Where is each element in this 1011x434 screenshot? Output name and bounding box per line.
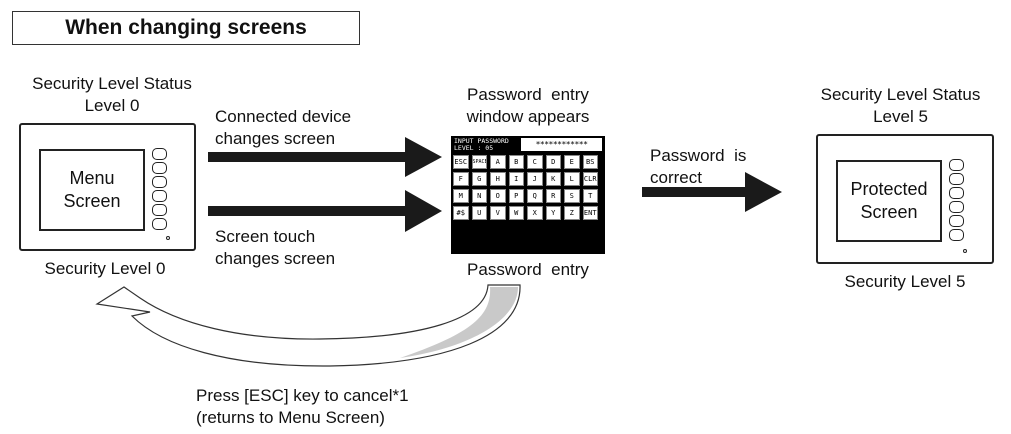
password-header-line1: INPUT PASSWORD [454, 137, 509, 145]
power-led-icon [963, 249, 967, 253]
key-i[interactable]: I [508, 172, 524, 186]
key-x[interactable]: X [527, 206, 543, 220]
key-bs[interactable]: BS [582, 155, 598, 169]
function-key [152, 176, 167, 188]
return-curved-arrow [95, 284, 521, 367]
key-e[interactable]: E [564, 155, 580, 169]
key-u[interactable]: U [471, 206, 487, 220]
return-note-line1: Press [ESC] key to cancel*1 [196, 386, 409, 405]
right-status-line2: Level 5 [873, 107, 928, 126]
key-space[interactable]: SPACE [471, 155, 487, 169]
diagram-title: When changing screens [65, 16, 307, 39]
key-d[interactable]: D [545, 155, 561, 169]
password-field[interactable]: ************ [521, 138, 602, 151]
left-status-line1: Security Level Status [32, 74, 192, 93]
password-header-line2: LEVEL : 05 [454, 144, 494, 152]
left-screen-line2: Screen [63, 191, 121, 211]
function-key [152, 204, 167, 216]
key-j[interactable]: J [527, 172, 543, 186]
key-f[interactable]: F [453, 172, 469, 186]
power-led-icon [166, 236, 170, 240]
function-key [949, 229, 964, 241]
key-h[interactable]: H [490, 172, 506, 186]
function-key [152, 162, 167, 174]
key-r[interactable]: R [545, 189, 561, 203]
right-bottom-label: Security Level 5 [844, 272, 966, 291]
right-status-line1: Security Level Status [820, 85, 981, 104]
top-arrow [208, 137, 442, 177]
function-key [949, 159, 964, 171]
bottom-arrow-label-line1: Screen touch [215, 227, 316, 246]
left-status-line2: Level 0 [84, 96, 140, 115]
password-caption-line2: window appears [466, 107, 590, 126]
key-z[interactable]: Z [564, 206, 580, 220]
title-box: When changing screens [12, 11, 360, 45]
function-key [152, 218, 167, 230]
right-arrow-label-line2: correct [650, 168, 702, 187]
left-bottom-label: Security Level 0 [44, 259, 166, 278]
function-key [949, 173, 964, 185]
bottom-arrow-label-line2: changes screen [215, 249, 336, 268]
password-keypad: ESC SPACE A B C D E BS F G H I J K L CLR… [453, 155, 603, 220]
return-note-line2: (returns to Menu Screen) [196, 408, 385, 427]
left-device-screen: Menu Screen [39, 149, 145, 231]
right-arrow-label-line1: Password is [650, 146, 747, 165]
right-arrow [642, 172, 782, 212]
right-screen-line2: Screen [860, 202, 918, 222]
key-y[interactable]: Y [545, 206, 561, 220]
key-symbols[interactable]: #$ [453, 206, 469, 220]
return-arrow-shade [400, 287, 518, 358]
key-s[interactable]: S [564, 189, 580, 203]
right-device-screen: Protected Screen [836, 160, 942, 242]
key-p[interactable]: P [508, 189, 524, 203]
key-m[interactable]: M [453, 189, 469, 203]
key-ent[interactable]: ENT [582, 206, 598, 220]
key-g[interactable]: G [471, 172, 487, 186]
function-key [152, 148, 167, 160]
key-b[interactable]: B [508, 155, 524, 169]
top-arrow-label-line2: changes screen [215, 129, 336, 148]
password-bottom-label: Password entry [467, 260, 589, 279]
key-l[interactable]: L [564, 172, 580, 186]
key-a[interactable]: A [490, 155, 506, 169]
left-screen-line1: Menu [69, 168, 115, 188]
password-caption-line1: Password entry [467, 85, 589, 104]
right-function-keys [949, 159, 964, 241]
key-k[interactable]: K [545, 172, 561, 186]
right-device: Protected Screen [816, 134, 994, 264]
key-esc[interactable]: ESC [453, 155, 469, 169]
function-key [949, 215, 964, 227]
key-v[interactable]: V [490, 206, 506, 220]
top-arrow-label-line1: Connected device [215, 107, 352, 126]
key-w[interactable]: W [508, 206, 524, 220]
bottom-arrow [208, 190, 442, 232]
key-clr[interactable]: CLR [582, 172, 598, 186]
key-q[interactable]: Q [527, 189, 543, 203]
key-o[interactable]: O [490, 189, 506, 203]
right-screen-line1: Protected [850, 179, 928, 199]
key-n[interactable]: N [471, 189, 487, 203]
key-t[interactable]: T [582, 189, 598, 203]
function-key [152, 190, 167, 202]
function-key [949, 187, 964, 199]
key-c[interactable]: C [527, 155, 543, 169]
function-key [949, 201, 964, 213]
left-device: Menu Screen [19, 123, 196, 251]
left-function-keys [152, 148, 167, 230]
